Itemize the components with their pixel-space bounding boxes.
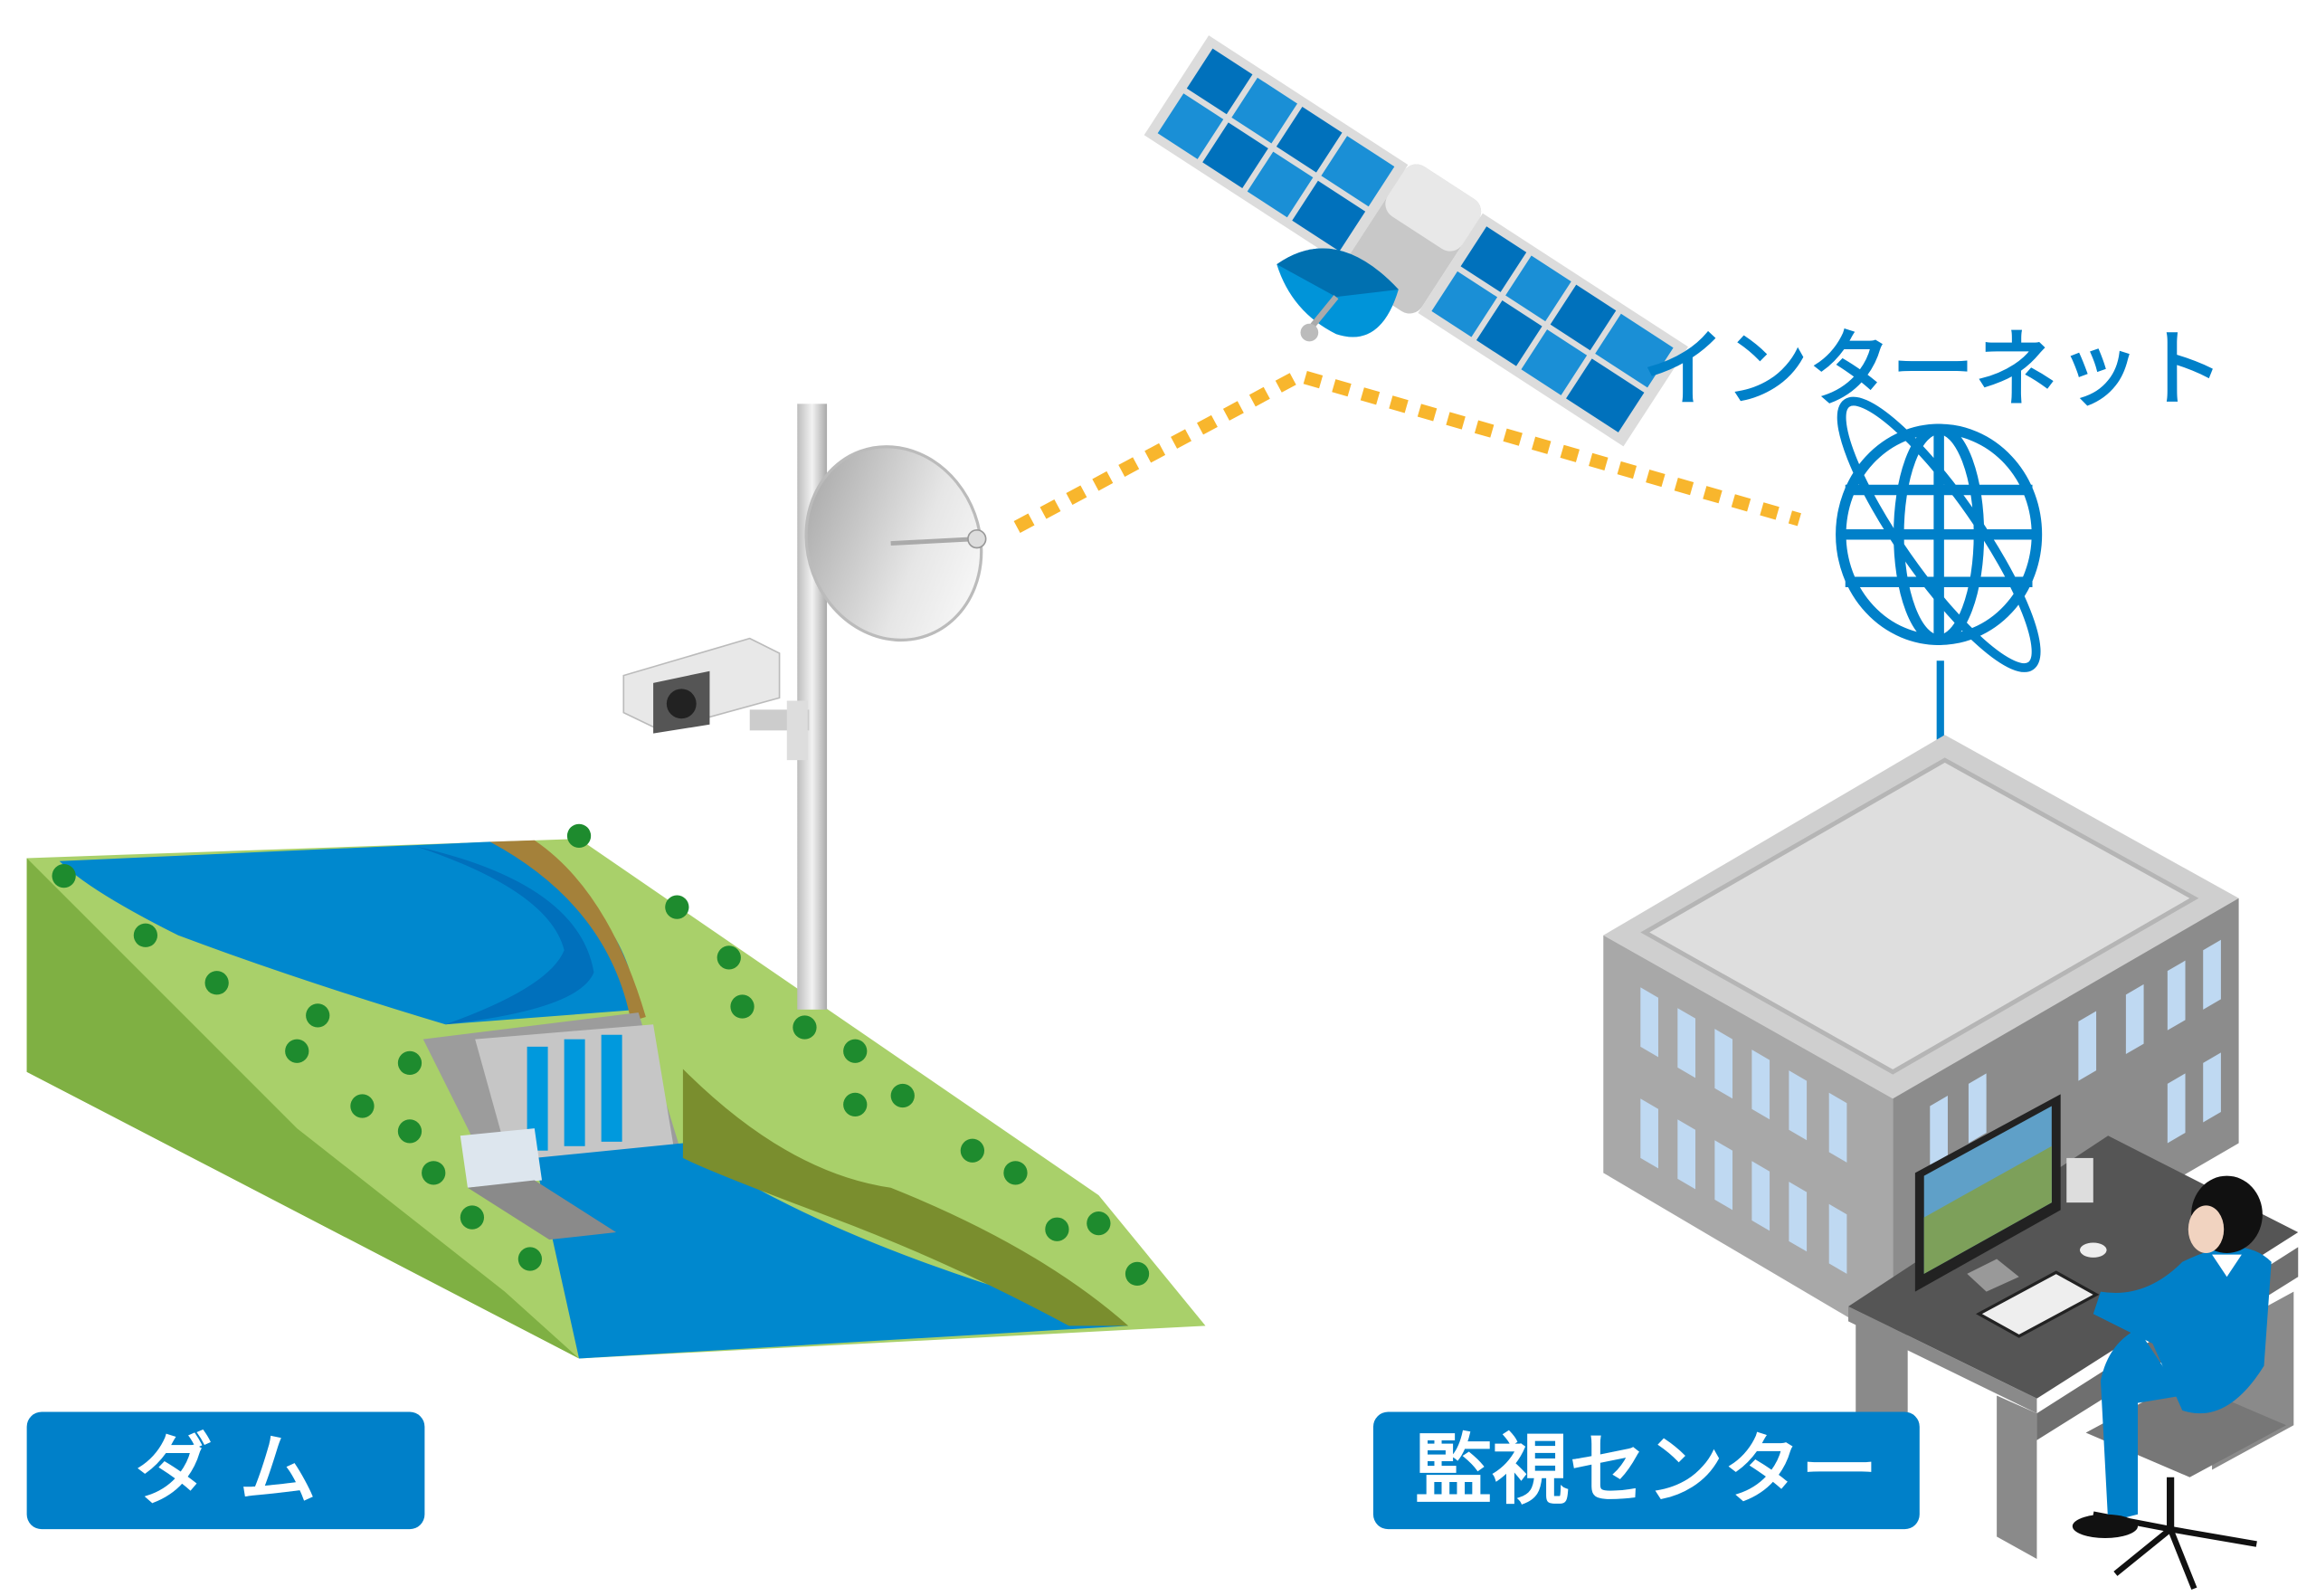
- satellite-icon: [1144, 35, 1688, 447]
- monitoring-center-label: 監視センター: [1415, 1426, 1878, 1515]
- security-camera-icon: [622, 637, 810, 761]
- internet-label: インターネット: [1642, 321, 2224, 418]
- keyboard: [1976, 1270, 2100, 1338]
- dam-label-box: [26, 1411, 425, 1530]
- globe-icon: [1836, 396, 2043, 672]
- monitor: [1914, 1094, 2061, 1292]
- parabolic-antenna-icon: [804, 445, 987, 642]
- operator-workstation: [1848, 1094, 2299, 1591]
- satellite-link: [1013, 368, 1801, 534]
- operator-icon: [2072, 1175, 2272, 1539]
- dam-landscape: [26, 823, 1206, 1359]
- dam-label: ダ ム: [135, 1426, 316, 1515]
- monitoring-center-label-box: [1372, 1411, 1920, 1530]
- trees: [52, 823, 1150, 1287]
